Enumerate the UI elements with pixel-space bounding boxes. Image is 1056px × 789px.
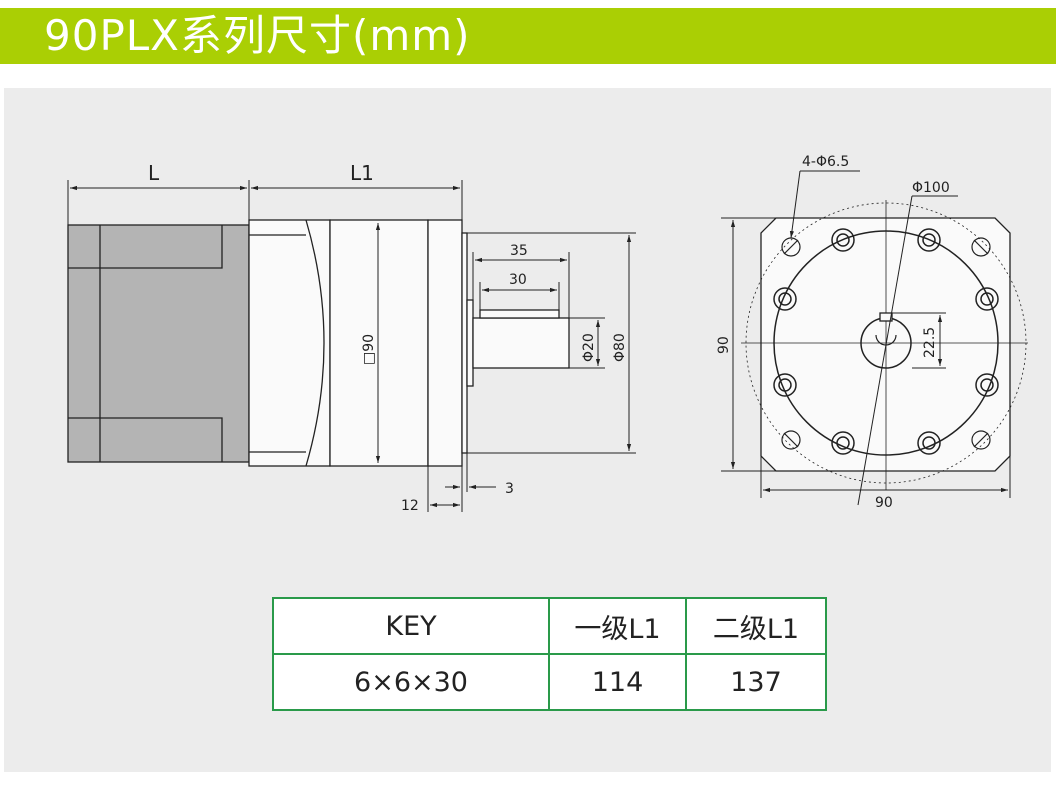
dim-35: 35 [510, 243, 528, 259]
key-slot [879, 312, 893, 322]
dim-phi100: Φ100 [912, 180, 950, 196]
dim-square-90: □90 [361, 334, 377, 365]
table-cell: 114 [548, 653, 687, 711]
dim-phi80: Φ80 [612, 333, 628, 362]
dim-phi20: Φ20 [581, 333, 597, 362]
table-header-cell: 二级L1 [685, 597, 827, 655]
table-row: 6×6×30 114 137 [272, 653, 827, 711]
output-shaft [472, 317, 570, 369]
dim-30: 30 [509, 272, 527, 288]
key-table: KEY 一级L1 二级L1 6×6×30 114 137 [272, 597, 827, 711]
dim-width-90: 90 [875, 495, 893, 511]
table-header-cell: KEY [272, 597, 550, 655]
gearbox-flange [248, 219, 331, 467]
title-banner: 90PLX系列尺寸(mm) [0, 8, 1056, 64]
shaft-key [479, 309, 560, 319]
dim-height-90: 90 [716, 336, 732, 354]
dim-L1: L1 [350, 161, 374, 185]
table-cell: 137 [685, 653, 827, 711]
gearbox-body [329, 219, 429, 467]
table-cell: 6×6×30 [272, 653, 550, 711]
corner-holes [781, 237, 991, 450]
dim-L: L [148, 161, 160, 185]
dim-22-5: 22.5 [922, 327, 938, 358]
dim-3: 3 [505, 481, 514, 497]
dim-12: 12 [401, 498, 419, 514]
table-header-cell: 一级L1 [548, 597, 687, 655]
side-view [67, 219, 570, 467]
bolts [773, 228, 999, 455]
front-view [741, 200, 1028, 490]
table-header-row: KEY 一级L1 二级L1 [272, 597, 827, 655]
gearbox-front [427, 219, 463, 467]
page-title: 90PLX系列尺寸(mm) [44, 11, 471, 60]
dim-holes: 4-Φ6.5 [802, 154, 849, 170]
